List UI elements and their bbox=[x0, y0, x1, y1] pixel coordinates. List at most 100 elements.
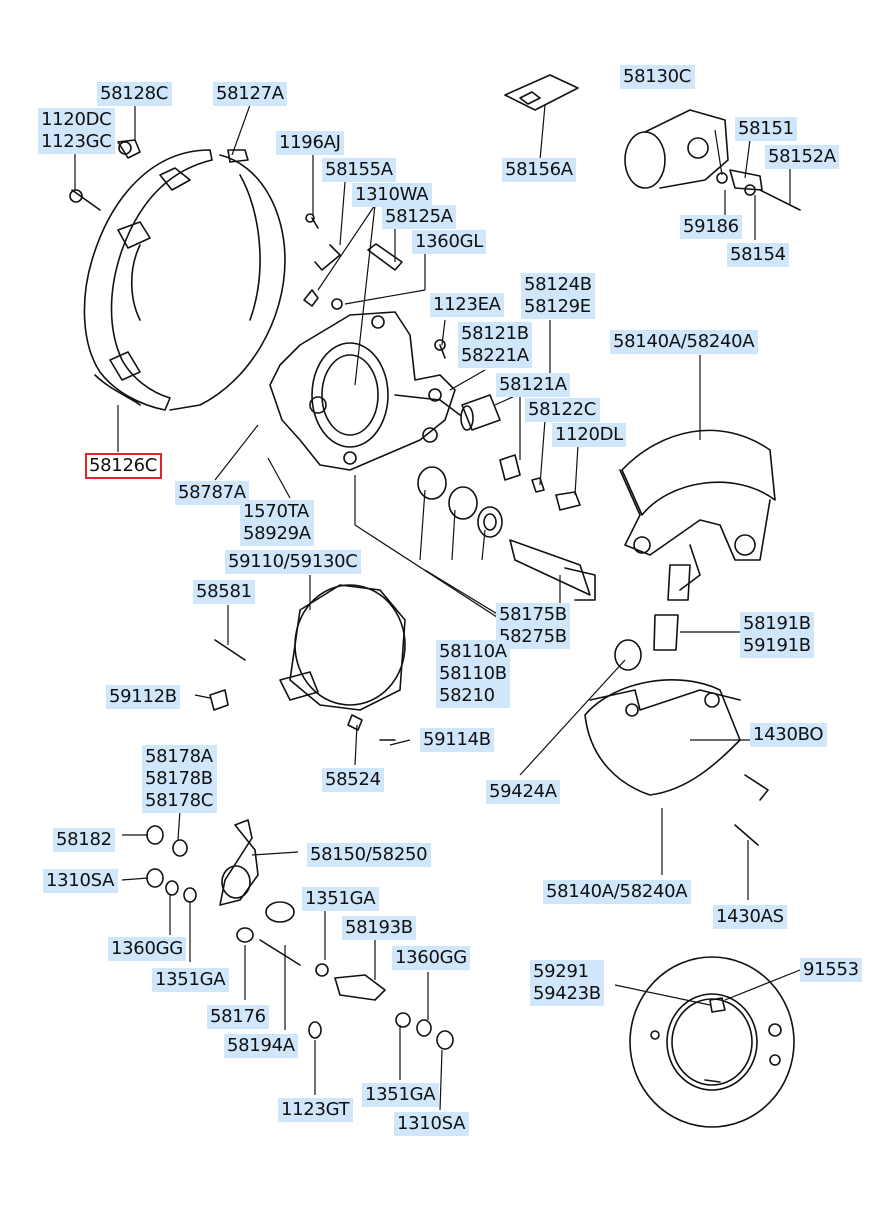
part-number-text: 58524 bbox=[325, 769, 381, 790]
highlight-box bbox=[85, 453, 162, 479]
part-number-text: 1351GA bbox=[305, 888, 376, 909]
label-background bbox=[521, 273, 595, 319]
part-label: 58151 bbox=[735, 117, 797, 141]
part-number-text: 1310SA bbox=[46, 870, 115, 891]
part-number-text: 1123GC bbox=[41, 131, 112, 152]
part-number-text: 59112B bbox=[109, 686, 177, 707]
part-number-text: 1570TA bbox=[243, 501, 310, 522]
part-label: 1360GL bbox=[412, 230, 486, 254]
part-number-text: 58178C bbox=[145, 790, 213, 811]
slack-adjuster-drawing bbox=[146, 819, 454, 1050]
part-number-text: 58221A bbox=[461, 345, 530, 366]
label-background bbox=[502, 158, 576, 182]
part-label: 58128C bbox=[97, 82, 172, 106]
part-number-text: 58124B bbox=[524, 274, 592, 295]
label-background bbox=[108, 937, 186, 961]
part-number-text: 58110B bbox=[439, 663, 507, 684]
part-label: 58154 bbox=[727, 243, 789, 267]
camshaft-bushing-drawing bbox=[417, 394, 642, 671]
part-number-text: 1360GG bbox=[395, 947, 467, 968]
wheel-cylinder-drawing bbox=[624, 109, 801, 211]
label-background bbox=[727, 243, 789, 267]
part-number-text: 58152A bbox=[768, 146, 837, 167]
part-number-text: 59114B bbox=[423, 729, 491, 750]
upper-brake-shoe-drawing bbox=[619, 429, 776, 591]
bracket-drawing bbox=[504, 74, 579, 111]
label-background bbox=[530, 960, 604, 1006]
part-number-text: 58178B bbox=[145, 768, 213, 789]
part-number-text: 59191B bbox=[743, 635, 811, 656]
part-number-text: 58581 bbox=[196, 581, 252, 602]
label-background bbox=[43, 869, 118, 893]
part-label: 59114B bbox=[420, 728, 494, 752]
label-background bbox=[207, 1005, 269, 1029]
part-number-text: 91553 bbox=[803, 959, 859, 980]
part-number-text: 58151 bbox=[738, 118, 794, 139]
return-spring-drawing bbox=[653, 564, 691, 651]
leader-lines bbox=[74, 104, 801, 1111]
part-label: 58524 bbox=[322, 768, 384, 792]
part-label: 1360GG bbox=[392, 946, 470, 970]
part-label: 1351GA bbox=[152, 968, 229, 992]
spider-drawing bbox=[269, 213, 461, 471]
lower-brake-shoe-drawing bbox=[584, 679, 769, 846]
part-number-text: 58193B bbox=[345, 917, 413, 938]
label-background bbox=[175, 481, 249, 505]
label-background bbox=[142, 745, 217, 813]
part-label: 1123GT bbox=[278, 1098, 353, 1122]
part-number-text: 58130C bbox=[623, 66, 691, 87]
part-label: 58787A bbox=[175, 481, 249, 505]
part-number-text: 1430AS bbox=[716, 906, 784, 927]
label-background bbox=[496, 373, 570, 397]
label-background bbox=[213, 82, 287, 106]
part-number-text: 58128C bbox=[100, 83, 168, 104]
part-number-text: 58121A bbox=[499, 374, 568, 395]
part-label: 58125A bbox=[382, 205, 456, 229]
label-background bbox=[240, 500, 314, 546]
label-background bbox=[740, 612, 814, 658]
part-label: 59424A bbox=[486, 780, 560, 804]
label-background bbox=[307, 843, 431, 867]
part-number-text: 59423B bbox=[533, 983, 601, 1004]
part-label: 1430BO bbox=[750, 723, 827, 747]
label-background bbox=[322, 768, 384, 792]
part-label: 58122C bbox=[525, 398, 600, 422]
label-background bbox=[278, 1098, 353, 1122]
label-background bbox=[765, 145, 839, 169]
part-number-text: 58122C bbox=[528, 399, 596, 420]
part-number-text: 58121B bbox=[461, 323, 529, 344]
label-background bbox=[152, 968, 229, 992]
part-label: 1310SA bbox=[43, 869, 118, 893]
part-label: 1310WA bbox=[352, 183, 432, 207]
part-number-text: 58194A bbox=[227, 1035, 296, 1056]
part-label: 1120DL bbox=[552, 423, 626, 447]
part-label: 58150/58250 bbox=[307, 843, 431, 867]
part-label: 58140A/58240A bbox=[543, 880, 691, 904]
label-background bbox=[342, 916, 416, 940]
part-number-text: 58140A/58240A bbox=[613, 331, 755, 352]
part-label: 58155A bbox=[322, 158, 396, 182]
label-background bbox=[486, 780, 560, 804]
part-number-text: 1120DL bbox=[555, 424, 623, 445]
part-number-text: 1351GA bbox=[365, 1084, 436, 1105]
label-background bbox=[97, 82, 172, 106]
part-number-text: 58929A bbox=[243, 523, 312, 544]
part-label: 1123EA bbox=[430, 293, 504, 317]
part-number-text: 1310SA bbox=[397, 1113, 466, 1134]
part-label: 1196AJ bbox=[276, 131, 344, 155]
part-number-text: 1351GA bbox=[155, 969, 226, 990]
part-number-text: 58155A bbox=[325, 159, 394, 180]
part-number-text: 58210 bbox=[439, 685, 495, 706]
part-number-text: 1310WA bbox=[355, 184, 429, 205]
part-label: 58194A bbox=[224, 1034, 298, 1058]
part-number-text: 59291 bbox=[533, 961, 589, 982]
brake-chamber-drawing bbox=[209, 584, 406, 741]
part-label: 58176 bbox=[207, 1005, 269, 1029]
